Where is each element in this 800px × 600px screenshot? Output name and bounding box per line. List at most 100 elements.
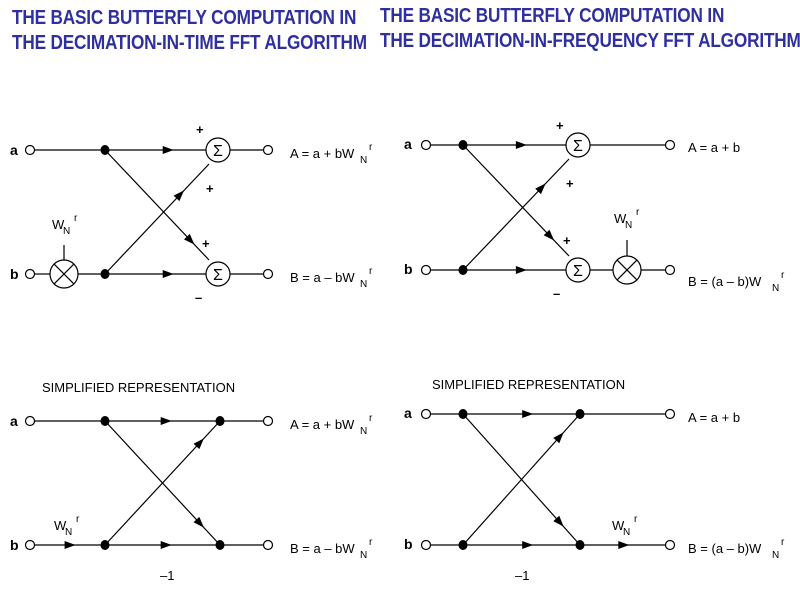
dif-output-a-node <box>664 139 676 151</box>
dif-simple-input-b-label: b <box>404 536 413 552</box>
dif-input-a-label: a <box>404 136 412 152</box>
dit-simple-output-b-eq: B = a – bW <box>290 541 355 556</box>
dit-input-a-label: a <box>10 142 18 158</box>
dit-simple-wire-cross-down-arrow <box>193 516 204 528</box>
dif-wire-cross-up-arrow <box>535 183 546 195</box>
dit-input-b-node <box>24 268 36 280</box>
dif-simple-output-b-eq: B = (a – b)W <box>688 541 762 556</box>
dit-wire-cross-up-arrow <box>173 190 185 202</box>
dit-simple-input-b-label: b <box>10 537 19 553</box>
dit-sum-bottom-minus: – <box>195 290 202 305</box>
dif-title: THE BASIC BUTTERFLY COMPUTATION IN THE D… <box>380 4 800 54</box>
dit-output-a-eq-sup: r <box>369 142 373 153</box>
dit-output-b-eq-sup: r <box>369 266 373 277</box>
dit-simple-twiddle-w: W <box>54 518 67 533</box>
dit-title: THE BASIC BUTTERFLY COMPUTATION IN THE D… <box>12 6 367 56</box>
dif-input-a-node <box>420 139 432 151</box>
dit-simplified-caption: SIMPLIFIED REPRESENTATION <box>42 380 235 395</box>
dit-simple-output-a-node <box>262 415 274 427</box>
dif-input-b-label: b <box>404 261 413 277</box>
dit-simple-twiddle-sub: N <box>65 527 72 538</box>
dif-output-a-eq: A = a + b <box>688 140 740 155</box>
dit-simple-output-b-node <box>262 539 274 551</box>
dif-simple-output-a-eq: A = a + b <box>688 410 740 425</box>
dit-simple-wire-b-in-arrow <box>64 541 76 549</box>
dif-multiplier-x2 <box>616 259 638 281</box>
dit-simple-output-a-eq-sub: N <box>360 426 367 437</box>
dif-simple-minus-one: –1 <box>515 568 529 583</box>
dit-input-a-node <box>24 144 36 156</box>
dit-sum-top-plus-1: + <box>196 122 204 137</box>
dit-output-b-eq-sub: N <box>360 279 367 290</box>
dit-wire-b-straight-arrow <box>162 270 174 278</box>
dit-title-line-1: THE BASIC BUTTERFLY COMPUTATION IN <box>12 7 357 29</box>
dif-simple-twiddle-sup: r <box>634 514 638 525</box>
dif-simple-input-b-node <box>420 539 432 551</box>
dit-twiddle-sup: r <box>74 213 78 224</box>
dif-sum-top-plus-1: + <box>556 118 564 133</box>
dit-simple-output-b-eq-sub: N <box>360 550 367 561</box>
dit-wire-cross-up <box>104 163 210 275</box>
dif-output-b-eq: B = (a – b)W <box>688 274 762 289</box>
dif-wire-b-straight-arrow <box>515 266 527 274</box>
dif-simple-wire-cross-down-arrow <box>553 515 564 527</box>
dit-simple-wire-cross-up-arrow <box>193 438 204 450</box>
dif-simple-output-a-node <box>664 408 676 420</box>
dif-wire-a-straight-arrow <box>515 141 527 149</box>
dif-twiddle-w: W <box>614 211 627 226</box>
dit-wire-a-straight-arrow <box>162 146 174 154</box>
dif-simple-output-b-eq-sub: N <box>772 550 779 561</box>
dif-twiddle-sub: N <box>625 220 632 231</box>
dif-simple-twiddle-w: W <box>612 518 625 533</box>
dit-simple-wire-a-straight-arrow <box>160 417 172 425</box>
dit-sum-bottom-plus: + <box>202 236 210 251</box>
dif-sum-bottom-sigma: Σ <box>573 263 583 280</box>
dit-twiddle-w: W <box>52 217 65 232</box>
dif-output-b-eq-sub: N <box>772 283 779 294</box>
dif-simple-wire-cross-up-arrow <box>553 432 564 444</box>
dif-simple-output-b-eq-sup: r <box>781 537 785 548</box>
dif-input-b-node <box>420 264 432 276</box>
dif-simplified-caption: SIMPLIFIED REPRESENTATION <box>432 377 625 392</box>
dit-output-a-eq: A = a + bW <box>290 146 355 161</box>
dit-output-b-eq: B = a – bW <box>290 270 355 285</box>
dit-simple-input-a-node <box>24 415 36 427</box>
dit-simple-wire-b-straight-arrow <box>160 541 172 549</box>
dit-simple-output-b-eq-sup: r <box>369 537 373 548</box>
dif-wire-cross-down-arrow <box>543 229 555 241</box>
dif-sum-bottom-plus: + <box>563 233 571 248</box>
dif-simple-input-a-node <box>420 408 432 420</box>
dif-twiddle-sup: r <box>636 207 640 218</box>
dit-simple-input-b-node <box>24 539 36 551</box>
dit-sum-top-sigma: Σ <box>213 143 223 160</box>
dif-title-line-2: THE DECIMATION-IN-FREQUENCY FFT ALGORITH… <box>380 30 800 52</box>
dit-output-a-node <box>262 144 274 156</box>
dif-sum-top-plus-2: + <box>566 176 574 191</box>
dif-simple-input-a-label: a <box>404 405 412 421</box>
dit-output-b-node <box>262 268 274 280</box>
dit-wire-cross-down-arrow <box>183 233 195 245</box>
dit-simple-input-a-label: a <box>10 413 18 429</box>
dif-simple-twiddle-sub: N <box>623 527 630 538</box>
dit-sum-bottom-sigma: Σ <box>213 267 223 284</box>
dit-input-b-label: b <box>10 266 19 282</box>
dif-output-b-node <box>664 264 676 276</box>
dif-simple-wire-b-out-arrow <box>618 541 630 549</box>
dit-simple-twiddle-sup: r <box>76 514 80 525</box>
dit-twiddle-sub: N <box>63 226 70 237</box>
dif-title-line-1: THE BASIC BUTTERFLY COMPUTATION IN <box>380 5 725 27</box>
dif-simple-output-b-node <box>664 539 676 551</box>
dit-sum-top-plus-2: + <box>206 181 214 196</box>
dif-sum-bottom-minus: – <box>553 286 560 301</box>
dit-title-line-2: THE DECIMATION-IN-TIME FFT ALGORITHM <box>12 32 367 54</box>
dit-simple-output-a-eq: A = a + bW <box>290 417 355 432</box>
dif-output-b-eq-sup: r <box>781 270 785 281</box>
dit-simple-output-a-eq-sup: r <box>369 413 373 424</box>
dif-simple-wire-a-straight-arrow <box>522 410 534 418</box>
dit-multiplier-x2 <box>53 263 75 285</box>
dit-simple-minus-one: –1 <box>160 568 174 583</box>
dif-sum-top-sigma: Σ <box>573 138 583 155</box>
dif-simple-wire-b-straight-arrow <box>522 541 534 549</box>
dit-output-a-eq-sub: N <box>360 155 367 166</box>
